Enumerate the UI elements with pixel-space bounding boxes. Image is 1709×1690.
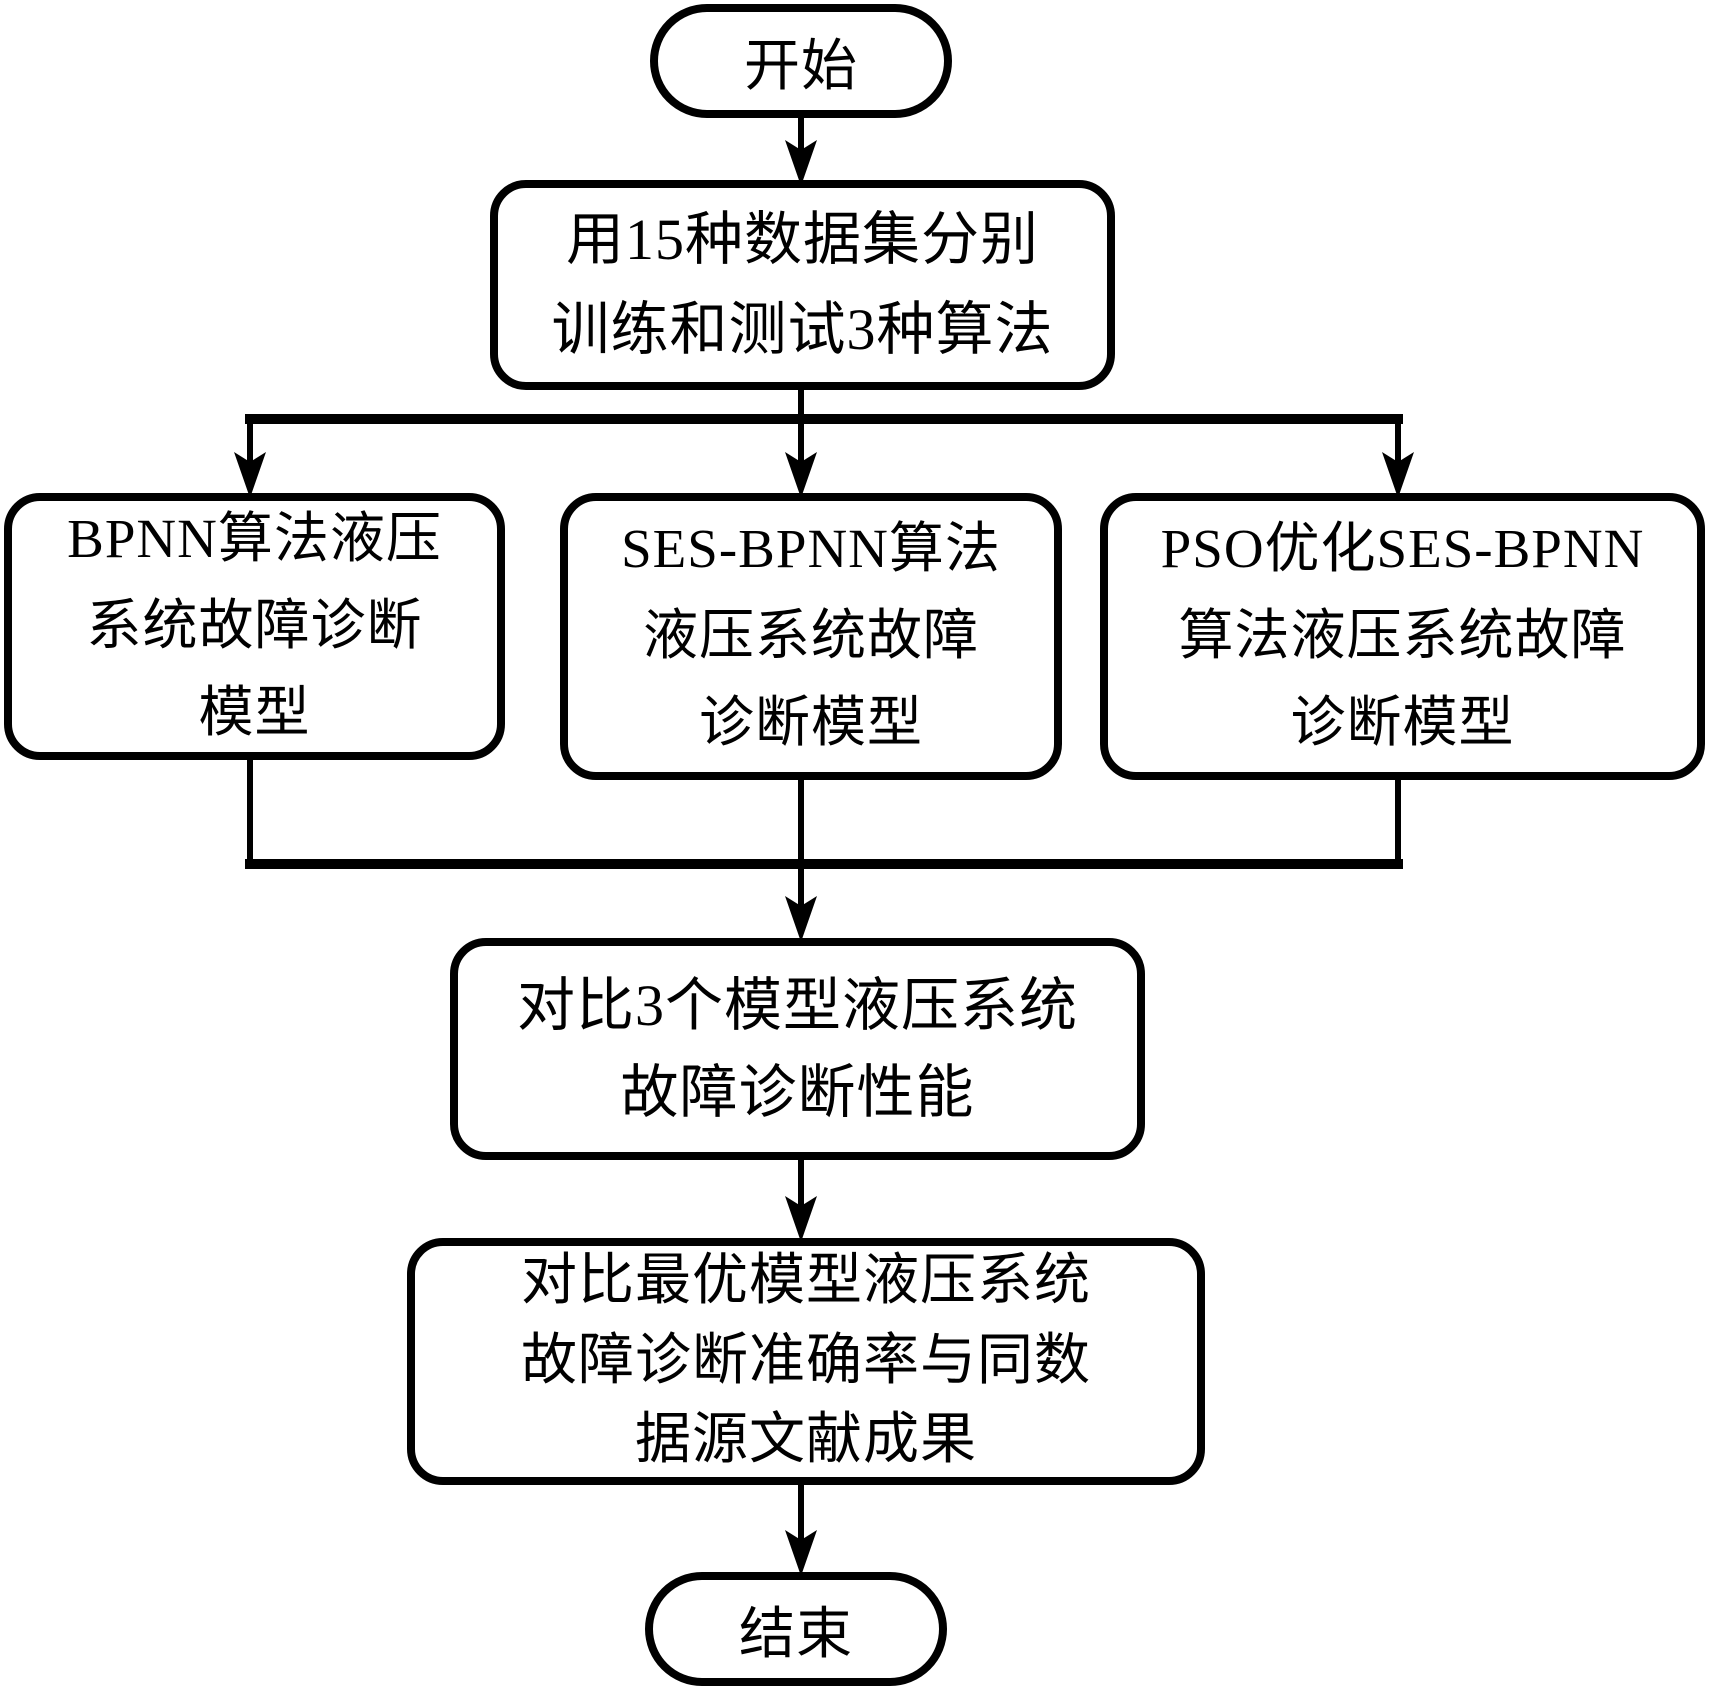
node-compare-literature-label: 对比最优模型液压系统 故障诊断准确率与同数 据源文献成果 <box>521 1250 1091 1472</box>
node-model-bpnn-label: BPNN算法液压 系统故障诊断 模型 <box>67 508 442 743</box>
arrowhead-into-pso-ses-bpnn <box>1382 452 1414 498</box>
node-model-ses-bpnn-label: SES-BPNN算法 液压系统故障 诊断模型 <box>621 518 1001 753</box>
node-compare-literature: 对比最优模型液压系统 故障诊断准确率与同数 据源文献成果 <box>407 1238 1205 1485</box>
arrowhead-into-compare-literature <box>785 1196 817 1242</box>
node-model-bpnn: BPNN算法液压 系统故障诊断 模型 <box>4 493 505 760</box>
node-end-label: 结束 <box>739 1603 853 1666</box>
node-end: 结束 <box>645 1572 947 1686</box>
arrowhead-into-compare-performance <box>785 896 817 942</box>
arrowhead-into-bpnn <box>234 452 266 498</box>
node-model-pso-ses-bpnn: PSO优化SES-BPNN 算法液压系统故障 诊断模型 <box>1100 493 1705 780</box>
arrowhead-into-ses-bpnn <box>785 452 817 498</box>
arrowhead-into-end <box>785 1530 817 1576</box>
node-start-label: 开始 <box>744 35 858 98</box>
node-prepare-datasets: 用15种数据集分别 训练和测试3种算法 <box>490 180 1115 390</box>
node-compare-performance-label: 对比3个模型液压系统 故障诊断性能 <box>516 973 1078 1125</box>
node-prepare-datasets-label: 用15种数据集分别 训练和测试3种算法 <box>551 207 1054 362</box>
node-model-pso-ses-bpnn-label: PSO优化SES-BPNN 算法液压系统故障 诊断模型 <box>1160 518 1645 753</box>
node-start: 开始 <box>650 4 952 118</box>
node-model-ses-bpnn: SES-BPNN算法 液压系统故障 诊断模型 <box>560 493 1062 780</box>
node-compare-performance: 对比3个模型液压系统 故障诊断性能 <box>450 938 1145 1160</box>
arrowhead-into-prepare <box>785 140 817 186</box>
